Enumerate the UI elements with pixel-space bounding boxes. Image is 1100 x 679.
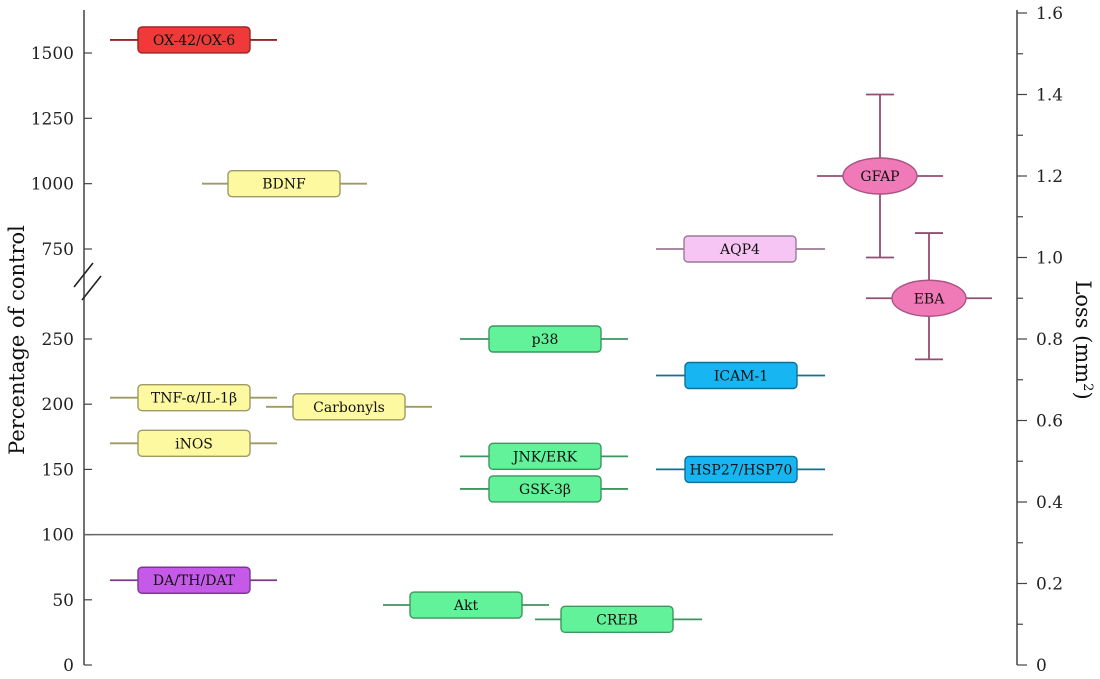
marker-label: OX-42/OX-6: [153, 33, 235, 49]
marker-box: [227, 169, 341, 198]
left-tick-label: 150: [42, 460, 74, 480]
marker-label: EBA: [914, 291, 946, 307]
marker-ellipse: [842, 157, 918, 195]
marker-label: Akt: [453, 598, 479, 614]
marker-ox-42-ox-6: OX-42/OX-6: [110, 26, 277, 54]
left-tick-label: 200: [42, 395, 74, 415]
left-tick-label: 750: [42, 240, 74, 260]
marker-creb: CREB: [535, 605, 702, 634]
marker-tnf-il-1: TNF-α/IL-1β: [110, 383, 277, 412]
marker-carbonyls: Carbonyls: [266, 393, 432, 421]
marker-eba: EBA: [866, 232, 992, 361]
axes-layer: 0 50 100 150 200 250 750 1000 1250 1500 0 0.2 0.4 0.6…: [31, 4, 1063, 676]
marker-da-th-dat: DA/TH/DAT: [110, 566, 277, 594]
marker-box: [137, 566, 251, 594]
marker-box: [560, 605, 674, 634]
marker-label: BDNF: [262, 177, 306, 193]
right-tick-label: 1.6: [1036, 4, 1063, 24]
marker-box: [684, 361, 798, 390]
marker-label: CREB: [596, 612, 638, 628]
right-tick-label: 1.2: [1036, 167, 1063, 187]
marker-bdnf: BDNF: [202, 169, 367, 198]
marker-label: Carbonyls: [313, 400, 385, 416]
right-axis-title-main: Loss (mm: [1071, 280, 1095, 383]
marker-p38: p38: [460, 325, 628, 353]
right-tick-label: 0: [1036, 656, 1047, 676]
marker-box: [488, 325, 602, 353]
marker-box: [292, 393, 406, 421]
axis-break-mark: [73, 262, 94, 288]
right-tick-label: 0.2: [1036, 575, 1063, 595]
marker-icam-1: ICAM-1: [656, 361, 825, 390]
marker-jnk-erk: JNK/ERK: [460, 442, 628, 471]
left-tick-label: 250: [42, 330, 74, 350]
marker-label: JNK/ERK: [511, 449, 578, 465]
marker-label: GSK-3β: [519, 482, 571, 498]
left-axis-title: Percentage of control: [5, 225, 29, 455]
right-tick-label: 1.4: [1036, 86, 1063, 106]
marker-label: iNOS: [175, 436, 213, 452]
marker-box: [683, 235, 797, 263]
right-axis-title-sup: 2: [1080, 383, 1095, 391]
marker-label: DA/TH/DAT: [153, 573, 236, 589]
left-tick-label: 1000: [31, 175, 74, 195]
marker-akt: Akt: [383, 591, 549, 619]
marker-hsp27-hsp70: HSP27/HSP70: [656, 455, 825, 484]
right-tick-label: 0.4: [1036, 493, 1063, 513]
marker-label: ICAM-1: [714, 369, 768, 385]
marker-aqp4: AQP4: [656, 235, 825, 263]
marker-gfap: GFAP: [817, 93, 943, 259]
left-tick-label: 50: [52, 591, 74, 611]
marker-box: [684, 455, 798, 484]
right-axis-title-end: ): [1071, 391, 1095, 399]
marker-gsk-3: GSK-3β: [460, 475, 628, 503]
marker-box: [488, 442, 602, 471]
marker-box: [137, 429, 251, 458]
axis-break-mark: [81, 275, 102, 301]
marker-label: HSP27/HSP70: [690, 462, 793, 478]
marker-box: [409, 591, 523, 619]
marker-box: [137, 26, 251, 54]
marker-label: GFAP: [860, 169, 899, 185]
marker-label: AQP4: [719, 242, 760, 258]
left-tick-label: 1500: [31, 44, 74, 64]
marker-box: [488, 475, 602, 503]
marker-ellipse: [891, 279, 967, 317]
right-tick-label: 1.0: [1036, 249, 1063, 269]
right-tick-label: 0.8: [1036, 330, 1063, 350]
marker-label: p38: [532, 332, 559, 348]
right-axis-title: Loss (mm2): [1071, 280, 1095, 399]
marker-box: [137, 383, 251, 412]
left-tick-label: 1250: [31, 109, 74, 129]
left-tick-label: 0: [63, 656, 74, 676]
right-tick-label: 0.6: [1036, 412, 1063, 432]
marker-inos: iNOS: [110, 429, 277, 458]
left-tick-label: 100: [42, 526, 74, 546]
marker-label: TNF-α/IL-1β: [151, 391, 237, 407]
